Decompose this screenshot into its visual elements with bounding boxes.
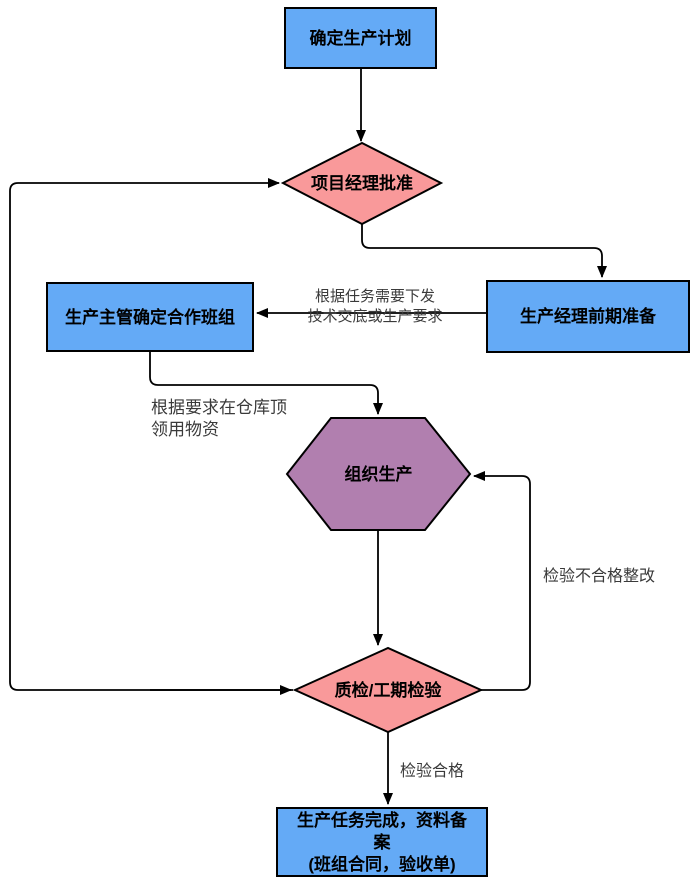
supervisor-team-node-label: 生产主管确定合作班组 <box>65 308 235 327</box>
edge-label-rework: 检验不合格整改 <box>543 568 656 585</box>
complete-node-shape <box>276 807 488 877</box>
edge-label-draw-materials: 根据要求在仓库顶 领用物资 <box>151 398 287 439</box>
edge-loop-to-approval <box>9 178 293 691</box>
start-node-shape <box>284 7 437 69</box>
approval-decision-label: 项目经理批准 <box>311 174 413 193</box>
supervisor-team-node-shape <box>46 282 254 352</box>
start-node-label: 确定生产计划 <box>309 29 412 48</box>
edge-label-issue-requirements: 根据任务需要下发 技术交底或生产要求 <box>307 288 443 325</box>
edge-approval-to-prep <box>361 223 607 278</box>
edge-team-to-organize <box>149 351 383 415</box>
complete-node-label: 生产任务完成，资料备案 (班组合同，验收单) <box>297 811 467 874</box>
organize-production-label: 组织生产 <box>344 465 413 484</box>
manager-prep-node-label: 生产经理前期准备 <box>520 307 656 326</box>
manager-prep-node-shape <box>486 280 690 353</box>
inspection-decision-label: 质检/工期检验 <box>334 681 442 700</box>
edge-label-pass: 检验合格 <box>400 763 465 780</box>
edge-inspection-to-organize-rework <box>473 471 531 691</box>
organize-production-shape <box>285 417 472 531</box>
approval-decision-shape <box>280 141 444 226</box>
inspection-decision-shape <box>292 646 484 734</box>
